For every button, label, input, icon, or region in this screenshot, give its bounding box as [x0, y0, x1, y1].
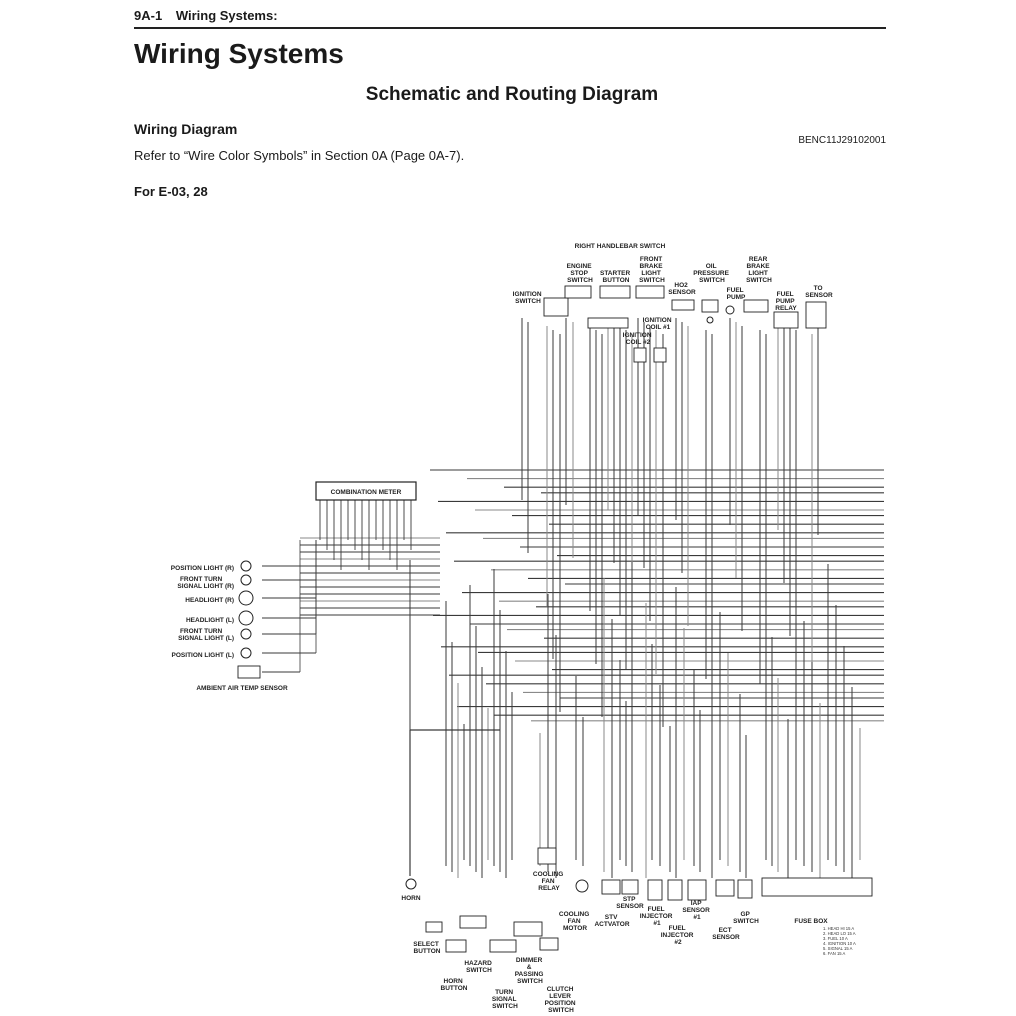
lamp-symbol: [240, 628, 252, 640]
cooling-fan-motor-symbol: [575, 879, 589, 893]
headlight-r-label: HEADLIGHT (R): [185, 597, 234, 604]
rear-brake-light-switch-label: REAR BRAKE LIGHT SWITCH: [746, 256, 772, 284]
ambient-air-temp-sensor-label: AMBIENT AIR TEMP SENSOR: [196, 685, 288, 692]
horn-label: HORN: [401, 895, 420, 902]
ignition-coil-1-label: IGNITION COIL #1: [643, 317, 674, 331]
header-title: Wiring Systems:: [175, 8, 278, 23]
front-turn-signal-l-label: FRONT TURN SIGNAL LIGHT (L): [178, 628, 234, 642]
reference-text: Refer to “Wire Color Symbols” in Section…: [134, 148, 465, 163]
ignition-coil-2-connector: [633, 347, 647, 363]
ect-sensor-label: ECT SENSOR: [712, 927, 740, 941]
hazard-switch-label: HAZARD SWITCH: [464, 960, 493, 974]
lamp-symbol: [238, 590, 254, 606]
engine-stop-switch-label: ENGINE STOP SWITCH: [567, 263, 594, 284]
lamp-symbol: [240, 647, 252, 659]
fuse-list-item: 4. IGNITION 10 A: [823, 941, 856, 946]
ignition-switch-label: IGNITION SWITCH: [513, 291, 544, 305]
document-code: BENC11J29102001: [798, 135, 886, 146]
ho2-sensor-connector: [671, 299, 695, 311]
ect-sensor-connector: [715, 879, 735, 897]
cooling-fan-relay-label: COOLING FAN RELAY: [533, 871, 565, 892]
combination-meter-label: COMBINATION METER: [331, 489, 402, 496]
headlight-l-label: HEADLIGHT (L): [186, 617, 234, 624]
lamp-symbol: [240, 574, 252, 586]
ambient-air-temp-sensor-connector: [237, 665, 261, 679]
handlebar-main-connector: [587, 317, 629, 329]
fuel-pump-relay-connector: [773, 311, 799, 329]
oil-pressure-switch-label: OIL PRESSURE SWITCH: [693, 263, 731, 284]
oil-pressure-switch-symbol: [706, 316, 714, 324]
fuel-injector-1-connector: [647, 879, 663, 901]
ho2-sensor-label: HO2 SENSOR: [668, 282, 696, 296]
page-header: 9A-1 Wiring Systems:: [134, 8, 886, 29]
page-subtitle: Schematic and Routing Diagram: [365, 84, 659, 105]
front-brake-light-switch-connector: [635, 285, 665, 299]
fuse-list-item: 2. HEAD LO 15 A: [823, 931, 856, 936]
iap-sensor-1-label: IAP SENSOR #1: [682, 900, 711, 921]
fuel-pump-symbol: [725, 305, 735, 315]
starter-button-label: STARTER BUTTON: [600, 270, 632, 284]
horn-button-label: HORN BUTTON: [441, 978, 468, 992]
ignition-switch-connector: [543, 297, 569, 317]
ignition-coil-2-label: IGNITION COIL #2: [623, 332, 654, 346]
section-heading: Wiring Diagram: [134, 121, 238, 137]
fuel-injector-2-label: FUEL INJECTOR #2: [661, 925, 696, 946]
turn-signal-switch-connector: [489, 939, 517, 953]
fuel-injector-2-connector: [667, 879, 683, 901]
ignition-coil-1-connector: [653, 347, 667, 363]
select-button-label: SELECT BUTTON: [413, 941, 441, 955]
rear-brake-light-switch-connector: [743, 299, 769, 313]
dimmer-passing-switch-connector: [513, 921, 543, 937]
position-light-l-label: POSITION LIGHT (L): [172, 652, 234, 659]
select-button-switch-connector: [445, 939, 467, 953]
stv-actuator-label: STV ACTVATOR: [594, 914, 629, 928]
gp-switch-label: GP SWITCH: [733, 911, 759, 925]
hazard-switch-connector: [459, 915, 487, 929]
lamp-symbol: [238, 610, 254, 626]
fuse-list-item: 5. SIGNAL 15 A: [823, 946, 853, 951]
lamp-symbol: [240, 560, 252, 572]
dimmer-passing-switch-label: DIMMER & PASSING SWITCH: [515, 957, 546, 985]
stp-sensor-connector: [621, 879, 639, 895]
right-handlebar-switch-label: RIGHT HANDLEBAR SWITCH: [575, 243, 666, 250]
to-sensor-connector: [805, 301, 827, 329]
position-light-r-label: POSITION LIGHT (R): [171, 565, 234, 572]
combination-meter-box: [315, 481, 417, 501]
fuse-list-item: 1. HEAD HI 15 A: [823, 926, 854, 931]
to-sensor-label: TO SENSOR: [805, 285, 833, 299]
cooling-fan-relay-connector: [537, 847, 557, 865]
clutch-lever-position-switch-label: CLUTCH LEVER POSITION SWITCH: [545, 986, 578, 1014]
section-number: 9A-1: [134, 8, 163, 23]
model-heading: For E-03, 28: [134, 184, 208, 199]
fuel-pump-relay-label: FUEL PUMP RELAY: [775, 291, 797, 312]
component-symbols: [237, 285, 873, 953]
iap-sensor-1-connector: [687, 879, 707, 901]
oil-pressure-switch-connector: [701, 299, 719, 313]
stp-sensor-label: STP SENSOR: [616, 896, 644, 910]
starter-button-connector: [599, 285, 631, 299]
turn-signal-switch-label: TURN SIGNAL SWITCH: [492, 989, 518, 1010]
gp-switch-connector: [737, 879, 753, 899]
select-button-connector: [425, 921, 443, 933]
fuel-pump-label: FUEL PUMP: [727, 287, 746, 301]
engine-stop-switch-connector: [564, 285, 592, 299]
fuse-list-item: 6. FAN 15 A: [823, 951, 846, 956]
fuel-injector-1-label: FUEL INJECTOR #1: [640, 906, 675, 927]
front-brake-light-switch-label: FRONT BRAKE LIGHT SWITCH: [639, 256, 665, 284]
fuse-box: [761, 877, 873, 897]
wire-harness: [262, 318, 884, 878]
fuse-box-label: FUSE BOX: [794, 918, 828, 925]
clutch-lever-position-switch-connector: [539, 937, 559, 951]
fuse-list-item: 3. FUEL 10 A: [823, 936, 848, 941]
fuse-list: 1. HEAD HI 15 A 2. HEAD LO 15 A 3. FUEL …: [823, 926, 856, 956]
stv-actuator-connector: [601, 879, 621, 895]
cooling-fan-motor-label: COOLING FAN MOTOR: [559, 911, 591, 932]
horn-symbol: [405, 878, 417, 890]
front-turn-signal-r-label: FRONT TURN SIGNAL LIGHT (R): [177, 576, 234, 590]
page-title: Wiring Systems: [134, 38, 344, 69]
